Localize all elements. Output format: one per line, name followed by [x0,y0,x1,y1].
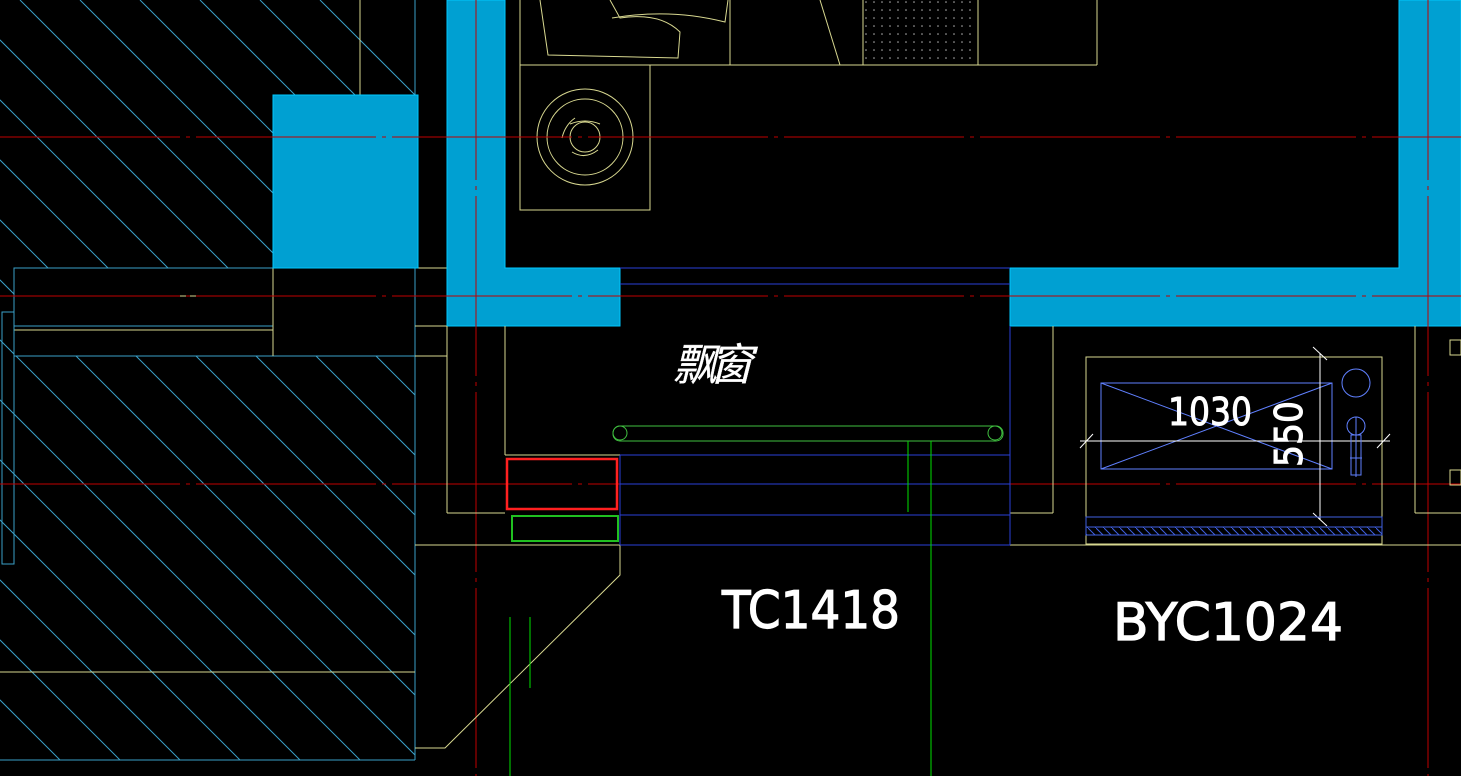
dimension-width-label: 1030 [1168,390,1252,434]
selected-element-red[interactable] [505,457,619,511]
drain-circle-icon [1341,368,1371,398]
bathroom-fixtures [519,0,1098,211]
dimension-height-label: 550 [1267,401,1311,467]
handrail-pipe [612,425,1004,442]
window-tc-label: TC1418 [721,581,900,641]
bay-window-outline [415,326,1461,749]
window-byc-label: BYC1024 [1113,593,1343,653]
shower-tray-dots [864,0,977,64]
wall-fills[interactable] [272,0,1461,327]
green-guide-lines [509,441,932,776]
selected-element-green[interactable] [511,515,619,542]
left-building-outline [0,0,447,761]
window-lines [619,267,1011,546]
byc-window-block[interactable] [1079,326,1461,545]
toilet-icon [539,0,681,59]
hatch-area-left [0,0,415,760]
bay-window-label: 飘窗 [673,340,758,391]
